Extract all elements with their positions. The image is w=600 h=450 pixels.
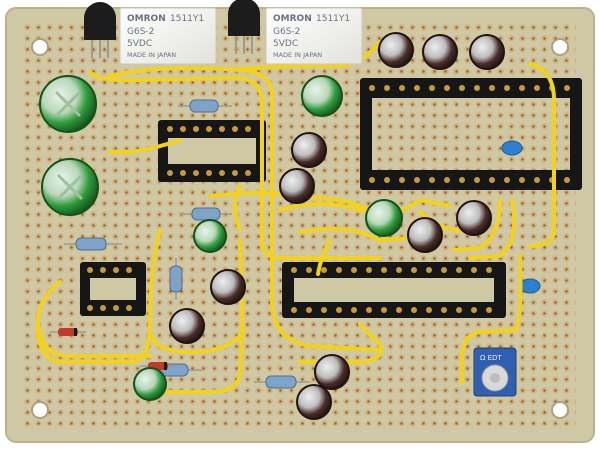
ceramic-capacitor	[519, 278, 541, 294]
relay-brand: OMRON	[273, 14, 312, 24]
capacitor-brown	[210, 269, 246, 305]
resistor	[178, 99, 232, 113]
relay-origin: MADE IN JAPAN	[127, 51, 176, 59]
relay-origin: MADE IN JAPAN	[273, 51, 322, 59]
relay: OMRON 1511Y1 G6S-2 5VDC MADE IN JAPAN	[265, 7, 363, 65]
resistor	[254, 375, 310, 389]
trimmer-potentiometer: Ω EDT	[473, 347, 517, 397]
capacitor-green	[193, 219, 227, 253]
capacitor-brown	[169, 308, 205, 344]
relay-voltage: 5VDC	[127, 39, 152, 49]
capacitor-brown	[314, 354, 350, 390]
relay-part: 1511Y1	[316, 14, 350, 24]
relay-brand: OMRON	[127, 14, 166, 24]
ic-socket-large	[360, 78, 582, 190]
capacitor-green	[133, 367, 167, 401]
capacitor-brown	[407, 217, 443, 253]
capacitor-green	[301, 75, 343, 117]
transistor	[84, 2, 116, 58]
capacitor-green	[39, 75, 97, 133]
ceramic-capacitor	[501, 140, 523, 156]
resistor	[169, 258, 183, 300]
capacitor-brown	[291, 132, 327, 168]
relay-model: G6S-2	[273, 27, 300, 37]
relay: OMRON 1511Y1 G6S-2 5VDC MADE IN JAPAN	[119, 7, 217, 65]
ic-socket-small-top	[158, 120, 266, 182]
capacitor-brown	[456, 200, 492, 236]
ic-socket-bottom	[282, 262, 506, 318]
capacitor-brown	[378, 32, 414, 68]
diode	[50, 328, 86, 336]
relay-part: 1511Y1	[170, 14, 204, 24]
relay-model: G6S-2	[127, 27, 154, 37]
resistor	[64, 237, 122, 251]
ic-socket-left	[80, 262, 146, 316]
capacitor-green	[365, 199, 403, 237]
capacitor-brown	[296, 384, 332, 420]
capacitor-brown	[422, 34, 458, 70]
trimmer-label: Ω EDT	[480, 354, 502, 362]
transistor	[228, 0, 260, 54]
relay-voltage: 5VDC	[273, 39, 298, 49]
capacitor-brown	[279, 168, 315, 204]
capacitor-green	[41, 158, 99, 216]
wires	[35, 40, 556, 394]
capacitor-brown	[469, 34, 505, 70]
